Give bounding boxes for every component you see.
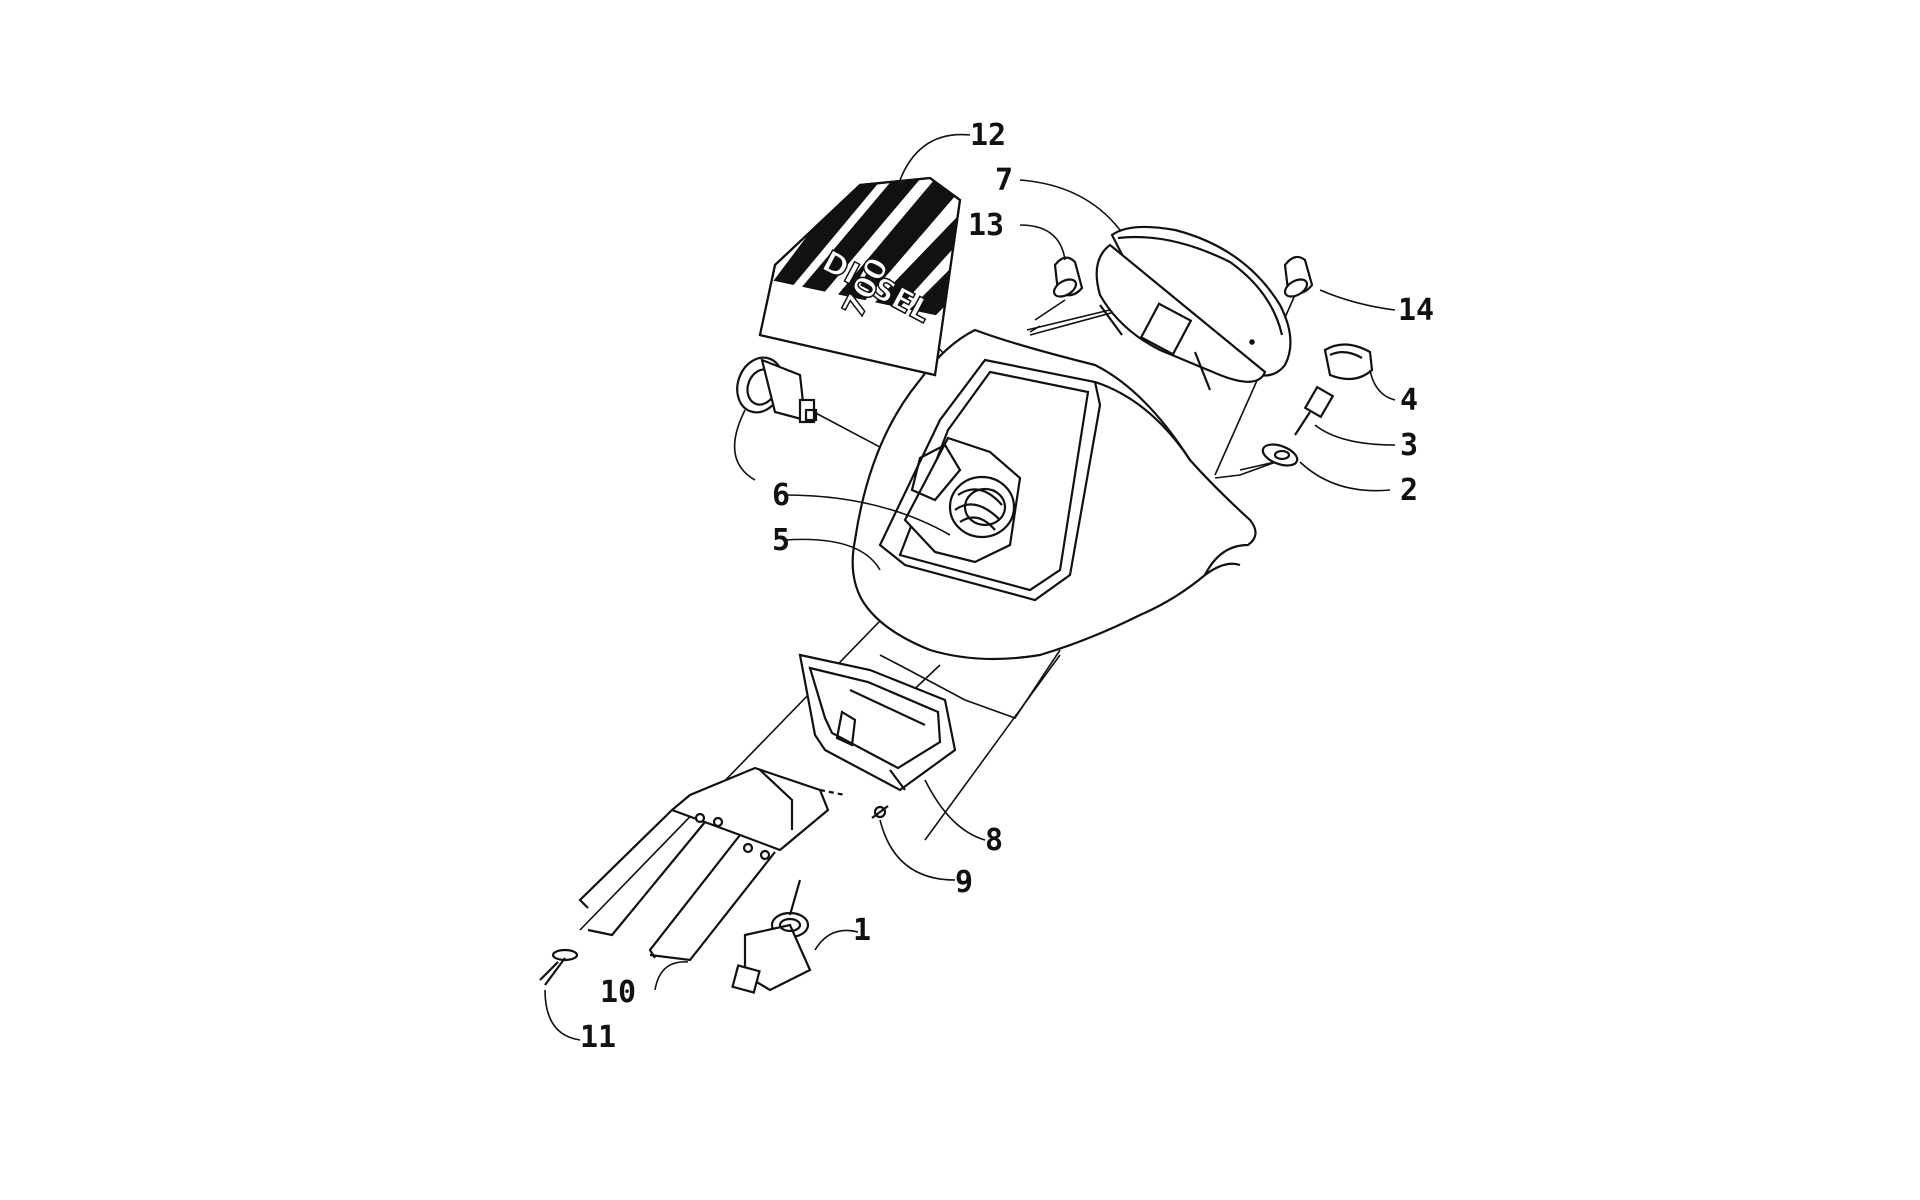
bulb-14	[1283, 255, 1314, 298]
callout-13: 13	[968, 208, 1004, 243]
callout-leaders	[544, 133, 1396, 1041]
dash-console-housing	[851, 328, 1257, 661]
callout-3: 3	[1400, 428, 1418, 463]
callout-9: 9	[955, 865, 973, 900]
light-switch	[731, 879, 812, 994]
callout-12: 12	[970, 118, 1006, 153]
callout-14: 14	[1398, 293, 1434, 328]
callout-labels: 12 7 13 14 4 3 2 6 5 8 9 1 10 11	[580, 118, 1434, 1055]
callout-2: 2	[1400, 473, 1418, 508]
callout-5: 5	[772, 523, 790, 558]
bezel	[798, 653, 957, 792]
callout-8: 8	[985, 823, 1003, 858]
callout-7: 7	[995, 163, 1013, 198]
callout-4: 4	[1400, 383, 1418, 418]
callout-6: 6	[772, 478, 790, 513]
ignition-key	[1294, 385, 1335, 436]
decal: DIESEL 700	[758, 176, 962, 377]
mounting-bracket	[578, 766, 846, 962]
power-outlet	[736, 356, 818, 424]
callout-1: 1	[853, 913, 871, 948]
callout-11: 11	[580, 1020, 616, 1055]
fastener-9	[871, 805, 889, 819]
callout-10: 10	[600, 975, 636, 1010]
speedometer-gauge	[1095, 225, 1292, 391]
bulb-13	[1052, 256, 1084, 298]
push-rivet	[539, 948, 579, 986]
switch-cap	[1323, 343, 1374, 381]
switch-nut	[1261, 443, 1299, 467]
